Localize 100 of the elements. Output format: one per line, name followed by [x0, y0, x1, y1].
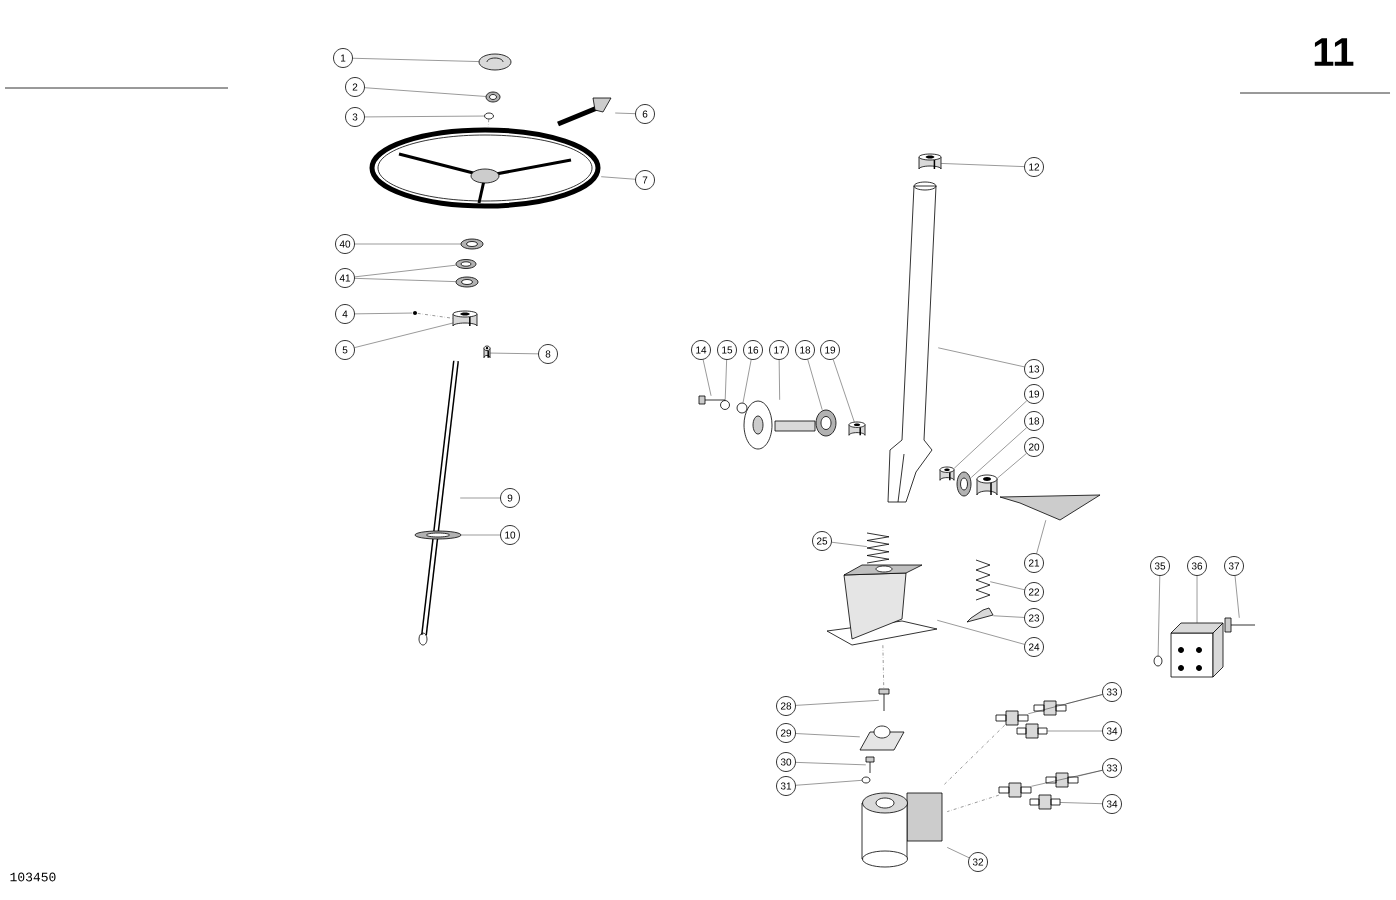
- leader-line: [993, 615, 1025, 618]
- callout-number: 19: [1024, 384, 1044, 404]
- leader-line: [778, 359, 780, 400]
- leader-line: [461, 534, 501, 536]
- part-drawing: [826, 564, 938, 646]
- callout-number: 14: [691, 340, 711, 360]
- callout-number: 13: [1024, 359, 1044, 379]
- leader-line: [490, 352, 539, 355]
- part-drawing: [939, 466, 955, 482]
- part-drawing: [995, 710, 1029, 726]
- part-drawing: [865, 756, 875, 774]
- callout-number: 32: [968, 852, 988, 872]
- part-drawing: [918, 153, 942, 170]
- callout-number: 34: [1102, 721, 1122, 741]
- leader-line: [1047, 730, 1103, 732]
- callout-number: 16: [743, 340, 763, 360]
- part-drawing: [966, 607, 994, 623]
- part-drawing: [418, 360, 459, 646]
- callout-number: 35: [1150, 556, 1170, 576]
- part-drawing: [736, 402, 748, 414]
- part-drawing: [369, 127, 601, 209]
- part-drawing: [976, 474, 998, 496]
- page-number: 11: [1314, 38, 1354, 66]
- leader-line: [354, 312, 413, 315]
- part-drawing: [455, 276, 479, 288]
- leader-line: [795, 700, 879, 706]
- part-drawing: [861, 792, 943, 868]
- part-drawing: [1033, 700, 1067, 716]
- part-drawing: [743, 400, 816, 450]
- callout-number: 10: [500, 525, 520, 545]
- leader-line: [938, 347, 1025, 368]
- callout-number: 2: [345, 77, 365, 97]
- leader-line: [997, 453, 1027, 479]
- leader-line: [1234, 575, 1240, 618]
- callout-number: 25: [812, 531, 832, 551]
- part-drawing: [557, 97, 612, 127]
- leader-line: [971, 427, 1027, 478]
- leader-line: [615, 112, 636, 114]
- leader-line: [807, 359, 823, 410]
- leader-line: [947, 847, 970, 858]
- callout-number: 37: [1224, 556, 1244, 576]
- leader-line: [417, 313, 453, 319]
- callout-number: 40: [335, 234, 355, 254]
- part-drawing: [1224, 617, 1256, 633]
- part-drawing: [484, 112, 494, 120]
- leader-line: [724, 359, 727, 401]
- part-drawing: [478, 53, 512, 71]
- part-drawing: [452, 310, 478, 327]
- part-drawing: [815, 409, 837, 437]
- leader-line: [742, 359, 752, 403]
- part-drawing: [485, 91, 501, 103]
- leader-line: [364, 87, 486, 97]
- callout-number: 31: [776, 776, 796, 796]
- part-drawing: [720, 400, 730, 410]
- callout-number: 19: [820, 340, 840, 360]
- callout-number: 4: [335, 304, 355, 324]
- leader-line: [795, 762, 866, 766]
- part-drawing: [455, 259, 477, 269]
- callout-number: 1: [333, 48, 353, 68]
- callout-number: 36: [1187, 556, 1207, 576]
- callout-number: 29: [776, 723, 796, 743]
- leader-line: [702, 359, 712, 396]
- leader-line: [352, 58, 479, 62]
- callout-number: 33: [1102, 758, 1122, 778]
- leader-line: [1196, 575, 1198, 623]
- part-drawing: [460, 238, 484, 250]
- callout-number: 20: [1024, 437, 1044, 457]
- callout-number: 21: [1024, 553, 1044, 573]
- leader-line: [364, 115, 485, 118]
- leader-line: [937, 620, 1025, 645]
- part-drawing: [414, 530, 462, 540]
- callout-number: 28: [776, 696, 796, 716]
- leader-line: [354, 278, 456, 282]
- callout-number: 5: [335, 340, 355, 360]
- leader-line: [1157, 575, 1160, 656]
- part-drawing: [975, 559, 991, 601]
- part-drawing: [1045, 772, 1079, 788]
- callout-number: 34: [1102, 794, 1122, 814]
- callout-number: 41: [335, 268, 355, 288]
- leader-line: [954, 400, 1027, 469]
- callout-number: 33: [1102, 682, 1122, 702]
- leader-line: [941, 163, 1025, 167]
- callout-number: 18: [1024, 411, 1044, 431]
- part-drawing: [1170, 622, 1224, 678]
- part-drawing: [698, 395, 726, 405]
- part-drawing: [859, 725, 905, 751]
- part-drawing: [848, 421, 866, 437]
- callout-number: 6: [635, 104, 655, 124]
- callout-number: 24: [1024, 637, 1044, 657]
- leader-line: [1036, 520, 1047, 554]
- leader-line: [831, 542, 867, 547]
- leader-line: [1060, 802, 1103, 804]
- callout-number: 9: [500, 488, 520, 508]
- part-drawing: [887, 181, 937, 503]
- leader-line: [943, 725, 1005, 785]
- leader-line: [947, 794, 1000, 812]
- callout-number: 30: [776, 752, 796, 772]
- leader-line: [354, 265, 456, 278]
- callout-number: 22: [1024, 582, 1044, 602]
- leader-line: [354, 322, 453, 348]
